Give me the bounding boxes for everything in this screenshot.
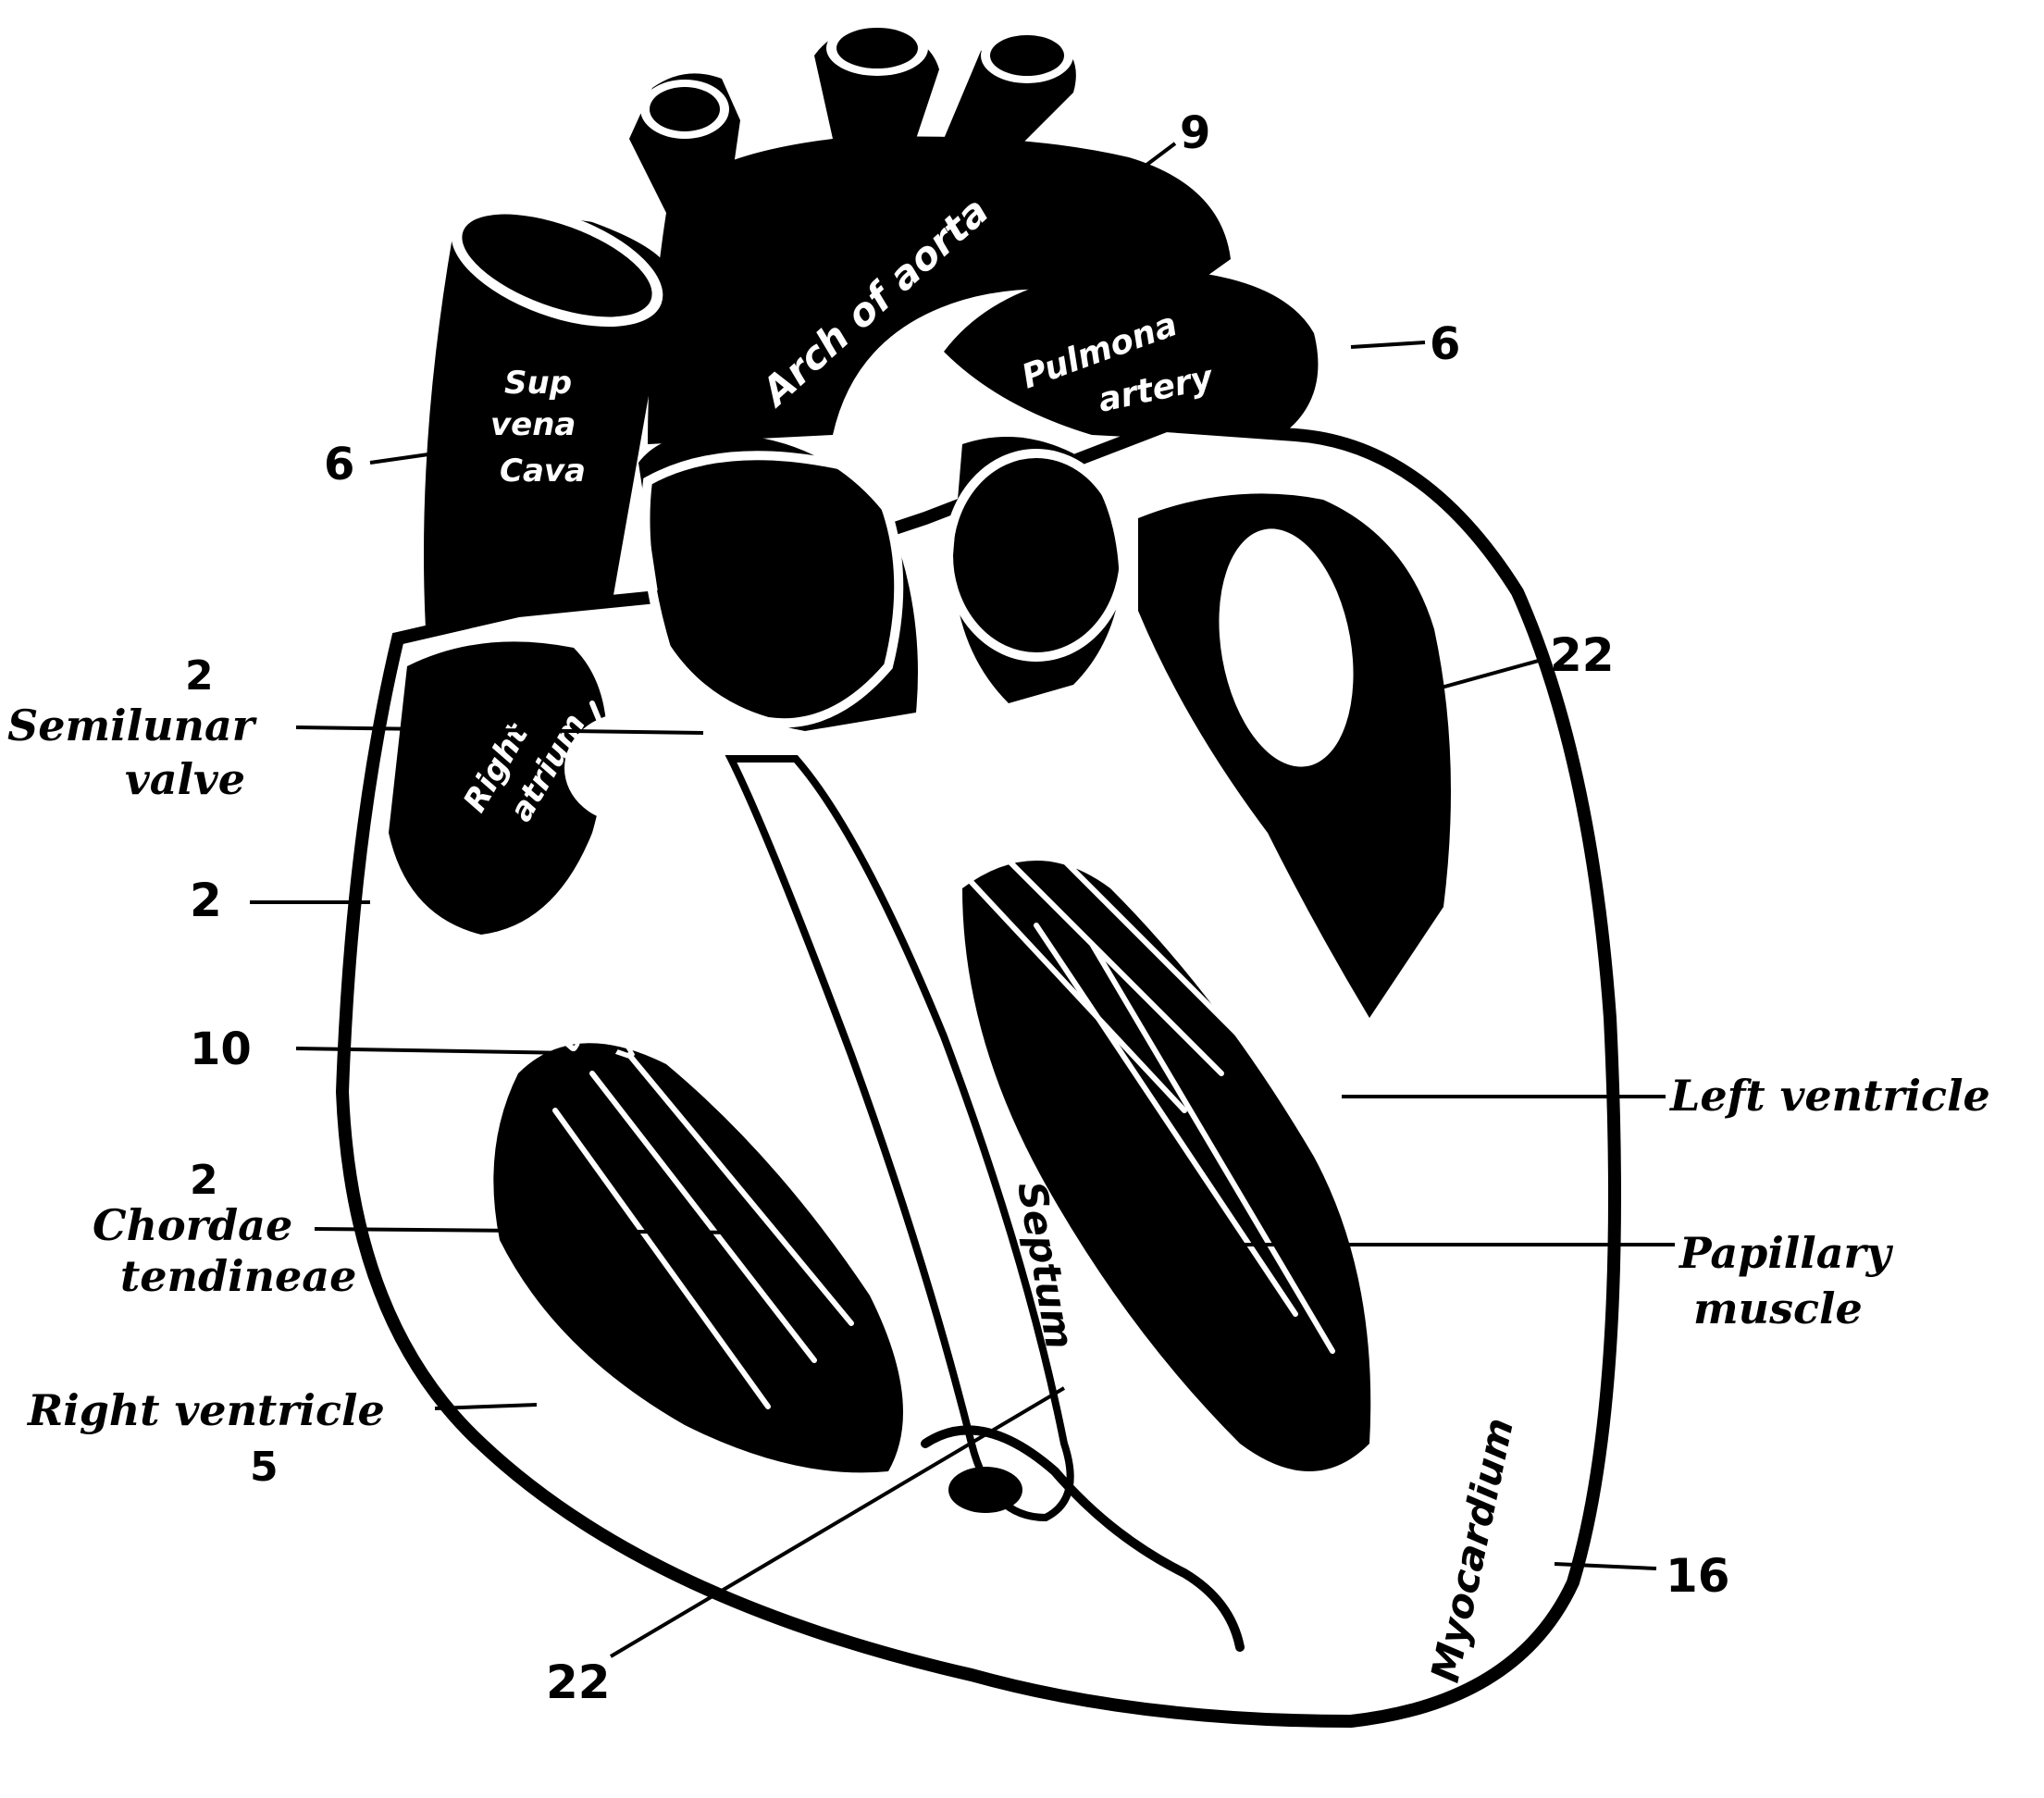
- sup-vena-cava-label-2: vena: [490, 406, 576, 443]
- papillary-muscle-label-1: Papillary: [1678, 1228, 1894, 1278]
- right-ventricle-label: Right ventricle: [26, 1385, 385, 1435]
- chordae-tendineae-label-1: Chordae: [93, 1200, 292, 1250]
- number-6-pulmonary: 6: [1430, 318, 1460, 370]
- number-2-right-atrium: 2: [190, 874, 222, 927]
- semilunar-valve-label-1: Semilunar: [7, 701, 258, 750]
- heart-body: [342, 426, 1615, 1721]
- number-5-right-ventricle: 5: [250, 1444, 279, 1491]
- number-16-myocardium: 16: [1666, 1549, 1730, 1603]
- number-9: 9: [1180, 107, 1210, 159]
- sup-vena-cava-label-1: Sup: [504, 365, 572, 402]
- chordae-tendineae-label-2: tendineae: [120, 1251, 356, 1301]
- number-2-chordae: 2: [190, 1157, 218, 1204]
- semilunar-valve-label-2: valve: [125, 754, 245, 804]
- number-2-semilunar: 2: [185, 652, 214, 700]
- papillary-muscle-label-2: muscle: [1693, 1283, 1863, 1333]
- sup-vena-cava-label-3: Cava: [500, 453, 586, 490]
- left-ventricle-label: Left ventricle: [1668, 1071, 1990, 1121]
- number-22-bottom: 22: [546, 1655, 611, 1709]
- number-22-upper-right: 22: [1550, 628, 1615, 682]
- number-6-vena-cava: 6: [324, 439, 354, 490]
- number-10-tricuspid: 10: [190, 1023, 252, 1075]
